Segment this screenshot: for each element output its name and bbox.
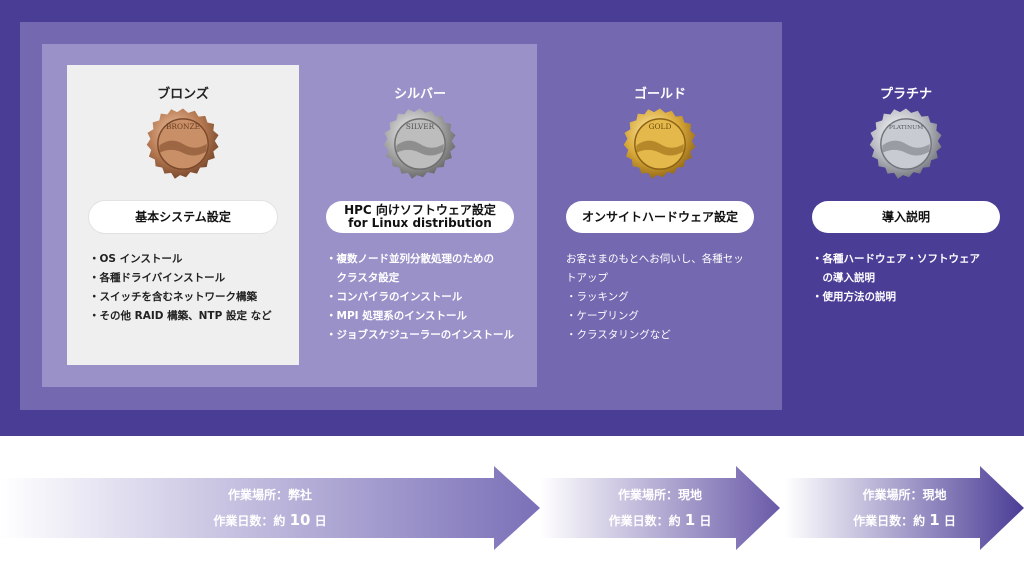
work-location: 作業場所：弊社 xyxy=(227,488,313,502)
medal-text: BRONZE xyxy=(166,122,200,131)
bronze-medal-icon: BRONZE xyxy=(146,108,219,179)
arrow-shape xyxy=(0,466,540,550)
service-line: HPC 向けソフトウェア設定 xyxy=(344,203,496,217)
list-item: ・ラッキング xyxy=(566,291,629,303)
tier-name: ゴールド xyxy=(633,87,686,102)
list-item: ・ジョブスケジューラーのインストール xyxy=(326,329,515,341)
tier-name: プラチナ xyxy=(879,87,932,102)
list-item: ・コンパイラのインストール xyxy=(326,291,463,303)
service-label: オンサイトハードウェア設定 xyxy=(581,209,738,224)
list-item: クラスタ設定 xyxy=(326,272,400,284)
item-list: ・各種ハードウェア・ソフトウェア の導入説明 ・使用方法の説明 xyxy=(812,250,1024,307)
tier-name: ブロンズ xyxy=(157,87,209,102)
tier-platinum: プラチナ PLATINUM 導入説明 ・各種ハードウェア・ソフトウェア の導入説… xyxy=(790,65,1022,365)
silver-medal-icon: SILVER xyxy=(383,108,456,179)
list-item: ・クラスタリングなど xyxy=(566,329,671,341)
list-item: ・使用方法の説明 xyxy=(812,291,896,303)
medal-text: SILVER xyxy=(406,122,435,131)
item-list: お客さまのもとへお伺いし、各種セッ トアップ ・ラッキング ・ケーブリング ・ク… xyxy=(566,250,778,345)
list-item: ・スイッチを含むネットワーク構築 xyxy=(89,291,257,303)
list-item: ・MPI 処理系のインストール xyxy=(326,310,467,322)
medal-text: PLATINUM xyxy=(889,125,923,131)
list-item: の導入説明 xyxy=(812,272,875,284)
service-label: 基本システム設定 xyxy=(135,209,231,224)
arrow-gold: 作業場所：現地 作業日数：約 1 日 xyxy=(540,466,780,550)
list-item: ・ケーブリング xyxy=(566,310,639,322)
list-item: トアップ xyxy=(566,272,608,284)
tier-name: シルバー xyxy=(393,87,446,102)
item-list: ・複数ノード並列分散処理のための クラスタ設定 ・コンパイラのインストール ・M… xyxy=(326,250,538,345)
work-days: 作業日数：約 1 日 xyxy=(608,511,712,529)
list-item: ・OS インストール xyxy=(89,253,183,265)
service-pill: 基本システム設定 xyxy=(89,201,277,233)
arrow-shape xyxy=(540,466,780,550)
gold-medal-icon: GOLD xyxy=(623,108,696,179)
work-days: 作業日数：約 1 日 xyxy=(853,511,956,529)
arrow-shape xyxy=(785,466,1024,550)
platinum-medal-icon: PLATINUM xyxy=(869,108,942,179)
arrow-platinum: 作業場所：現地 作業日数：約 1 日 xyxy=(785,466,1024,550)
item-list: ・OS インストール ・各種ドライバインストール ・スイッチを含むネットワーク構… xyxy=(89,250,301,326)
work-days: 作業日数：約 10 日 xyxy=(213,511,327,529)
service-pill: 導入説明 xyxy=(812,201,1000,233)
list-item: お客さまのもとへお伺いし、各種セッ xyxy=(566,253,744,265)
service-pill: オンサイトハードウェア設定 xyxy=(566,201,754,233)
list-item: ・その他 RAID 構築、NTP 設定 など xyxy=(89,310,272,322)
service-line: for Linux distribution xyxy=(348,216,492,230)
service-label: 導入説明 xyxy=(881,209,930,224)
tier-bronze: ブロンズ BRONZE 基本システム設定 ・OS インストール ・各種ドライバイ… xyxy=(67,65,299,365)
list-item: ・各種ハードウェア・ソフトウェア xyxy=(812,253,980,265)
work-location: 作業場所：現地 xyxy=(862,488,947,502)
list-item: ・各種ドライバインストール xyxy=(89,272,226,284)
work-location: 作業場所：現地 xyxy=(617,488,703,502)
medal-text: GOLD xyxy=(649,122,672,131)
arrow-bronze-silver: 作業場所：弊社 作業日数：約 10 日 xyxy=(0,466,540,550)
list-item: ・複数ノード並列分散処理のための xyxy=(326,253,494,265)
tier-gold: ゴールド GOLD オンサイトハードウェア設定 お客さまのもとへお伺いし、各種セ… xyxy=(544,65,776,365)
